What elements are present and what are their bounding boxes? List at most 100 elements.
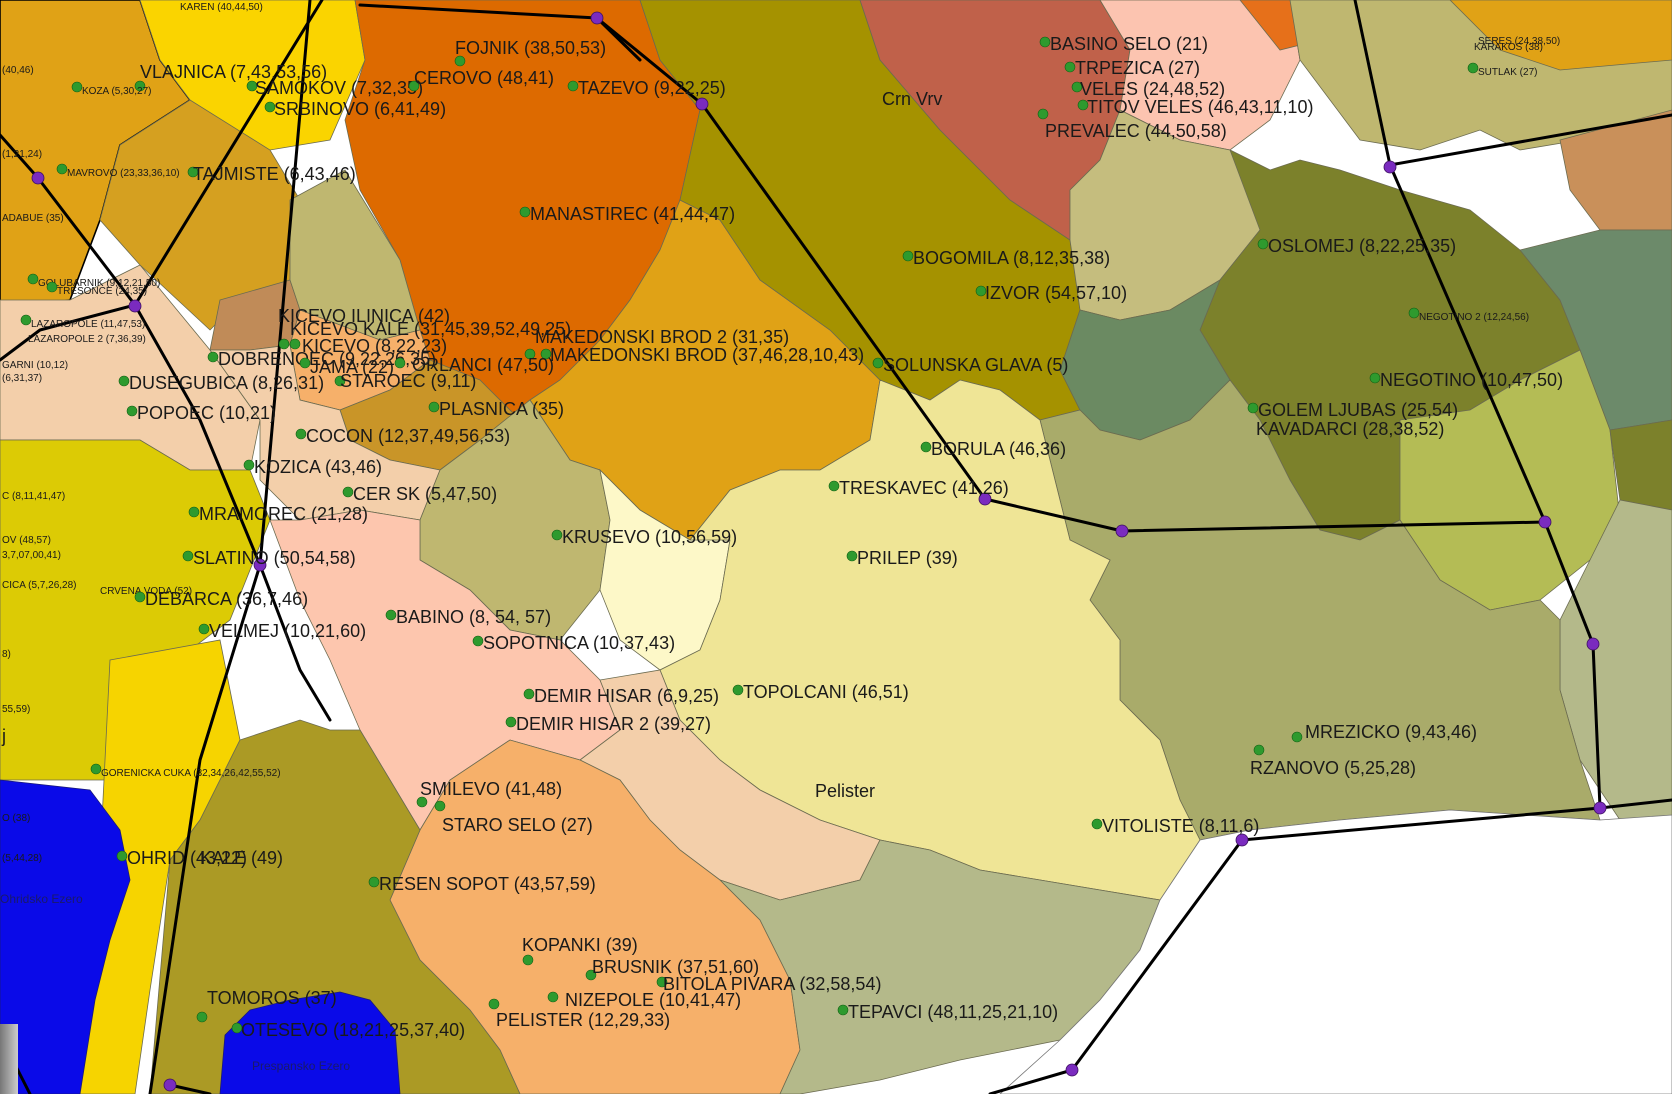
- station-label: MANASTIREC (41,44,47): [530, 204, 735, 224]
- station-kicevo-ilinica[interactable]: KICEVO ILINICA (42): [278, 306, 450, 326]
- station-popoec[interactable]: POPOEC (10,21): [126, 403, 276, 423]
- edge-label: ADABUE (35): [2, 213, 64, 224]
- station-cocon[interactable]: COCON (12,37,49,56,53): [295, 426, 510, 446]
- station-tomoros[interactable]: TOMOROS (37): [196, 988, 337, 1023]
- station-mrezicko[interactable]: MREZICKO (9,43,46): [1291, 722, 1477, 743]
- station-krusevo[interactable]: KRUSEVO (10,56,59): [551, 527, 737, 547]
- station-makedonski-brod[interactable]: MAKEDONSKI BROD (37,46,28,10,43): [540, 345, 864, 365]
- station-sopotnica[interactable]: SOPOTNICA (10,37,43): [472, 633, 675, 653]
- station-vlajnica[interactable]: VLAJNICA (7,43,53,56): [134, 62, 327, 92]
- station-kozica[interactable]: KOZICA (43,46): [243, 457, 382, 477]
- station-gorenicka-cuka[interactable]: GORENICKA CUKA (32,34,26,42,55,52): [90, 763, 281, 779]
- station-borula[interactable]: BORULA (46,36): [920, 439, 1066, 459]
- station-solunska-glava[interactable]: SOLUNSKA GLAVA (5): [872, 355, 1068, 375]
- station-tajmiste[interactable]: TAJMISTE (6,43,46): [187, 164, 356, 184]
- relay-node[interactable]: [163, 1078, 177, 1092]
- station-lazaropole[interactable]: LAZAROPOLE (11,47,53): [20, 314, 145, 330]
- station-cer-sk[interactable]: CER SK (5,47,50): [342, 484, 497, 504]
- relay-node[interactable]: [1115, 524, 1129, 538]
- station-label: KICEVO (8,22,23): [302, 336, 447, 356]
- station-veles[interactable]: VELES (24,48,52): [1071, 79, 1225, 99]
- station-kicevo[interactable]: KICEVO (8,22,23): [289, 336, 447, 356]
- relay-node[interactable]: [1065, 1063, 1079, 1077]
- station-mramorec[interactable]: MRAMOREC (21,28): [188, 504, 368, 524]
- relay-node[interactable]: [253, 558, 267, 572]
- relay-node[interactable]: [31, 171, 45, 185]
- region-resen[interactable]: [149, 719, 521, 1094]
- station-babino[interactable]: BABINO (8, 54, 57): [385, 607, 551, 627]
- station-bitola-pivara[interactable]: BITOLA PIVARA (32,58,54): [656, 974, 881, 994]
- relay-node[interactable]: [1586, 637, 1600, 651]
- station-demir-hisar[interactable]: DEMIR HISAR (6,9,25): [523, 686, 719, 706]
- station-resen-sopot[interactable]: RESEN SOPOT (43,57,59): [368, 874, 596, 894]
- station-titov-veles[interactable]: TITOV VELES (46,43,11,10): [1077, 97, 1313, 117]
- station-velmej[interactable]: VELMEJ (10,21,60): [198, 621, 366, 641]
- station-pelister[interactable]: PELISTER (12,29,33): [488, 998, 670, 1030]
- station-staroec[interactable]: STAROEC (9,11): [334, 371, 476, 391]
- lake-prespansko[interactable]: [219, 991, 401, 1094]
- region-west-yellow[interactable]: [0, 439, 271, 781]
- relay-node[interactable]: [1538, 515, 1552, 529]
- station-tresonce[interactable]: TRESONCE (24,35): [46, 281, 147, 297]
- station-smilevo[interactable]: SMILEVO (41,48): [416, 779, 562, 808]
- station-makedonski-brod-2[interactable]: MAKEDONSKI BROD 2 (31,35): [524, 327, 789, 360]
- station-slatino[interactable]: SLATINO (50,54,58): [182, 548, 356, 568]
- station-mavrovo[interactable]: MAVROVO (23,33,36,10): [56, 163, 180, 179]
- station-kopanki[interactable]: KOPANKI (39): [522, 935, 638, 966]
- station-plasnica[interactable]: PLASNICA (35): [428, 399, 564, 419]
- region-top-right-gold[interactable]: [1449, 0, 1672, 71]
- station-orlanci[interactable]: ORLANCI (47,50): [394, 355, 554, 375]
- relay-node[interactable]: [128, 299, 142, 313]
- station-crvena-voda[interactable]: CRVENA VODA (52): [100, 586, 192, 597]
- station-rzanovo[interactable]: RZANOVO (5,25,28): [1250, 744, 1416, 778]
- station-manastirec[interactable]: MANASTIREC (41,44,47): [519, 204, 735, 224]
- station-izvor[interactable]: IZVOR (54,57,10): [975, 283, 1127, 303]
- station-ohrid[interactable]: OHRID (43,22): [116, 848, 247, 868]
- station-golubarnik[interactable]: GOLUBARNIK (9,12,21,50): [27, 273, 160, 289]
- station-srbinovo[interactable]: SRBINOVO (6,41,49): [264, 99, 446, 119]
- station-topolcani[interactable]: TOPOLCANI (46,51): [732, 682, 909, 702]
- station-prevalec[interactable]: PREVALEC (44,50,58): [1037, 108, 1227, 141]
- station-negotino-2[interactable]: NEGOTINO 2 (12,24,56): [1408, 307, 1529, 323]
- relay-node[interactable]: [1593, 801, 1607, 815]
- region-far-right-olive[interactable]: [1609, 419, 1672, 511]
- lake-ohridsko[interactable]: [0, 779, 131, 1094]
- station-samokov[interactable]: SAMOKOV (7,32,35): [246, 78, 423, 98]
- station-tepavci[interactable]: TEPAVCI (48,11,25,21,10): [837, 1002, 1058, 1022]
- station-nizepole[interactable]: NIZEPOLE (10,41,47): [547, 990, 741, 1010]
- station-bogomila[interactable]: BOGOMILA (8,12,35,38): [902, 248, 1110, 268]
- relay-node[interactable]: [1383, 160, 1397, 174]
- relay-node[interactable]: [695, 97, 709, 111]
- station-kicevo-kale[interactable]: KICEVO KALE (31,45,39,52,49,25): [278, 319, 571, 350]
- station-tazevo[interactable]: TAZEVO (9,22,25): [567, 78, 726, 98]
- station-kavadarci[interactable]: KAVADARCI (28,38,52): [1256, 419, 1444, 439]
- station-lazaropole-2[interactable]: LAZAROPOLE 2 (7,36,39): [28, 334, 146, 345]
- station-sutlak[interactable]: SUTLAK (27): [1467, 62, 1537, 78]
- station-vitoliste[interactable]: VITOLISTE (8,11,6): [1091, 816, 1259, 836]
- station-kale[interactable]: KALE (49): [200, 848, 283, 868]
- station-otesevo[interactable]: OTESEVO (18,21,25,37,40): [231, 1020, 465, 1040]
- station-demir-hisar-2[interactable]: DEMIR HISAR 2 (39,27): [505, 714, 711, 734]
- station-dusegubica[interactable]: DUSEGUBICA (8,26,31): [118, 373, 324, 393]
- station-prilep[interactable]: PRILEP (39): [846, 548, 958, 568]
- station-basino-selo[interactable]: BASINO SELO (21): [1039, 34, 1208, 54]
- station-brusnik[interactable]: BRUSNIK (37,51,60): [585, 957, 759, 981]
- station-fojnik[interactable]: FOJNIK (38,50,53): [454, 38, 606, 67]
- station-staro-selo[interactable]: STARO SELO (27): [434, 800, 593, 835]
- relay-node[interactable]: [1235, 833, 1249, 847]
- station-cerovo[interactable]: CEROVO (48,41): [408, 68, 554, 92]
- station-debarca[interactable]: DEBARCA (36,7,46): [134, 589, 308, 609]
- station-dobrenoec[interactable]: DOBRENOEC (9,22,26,35): [207, 349, 436, 369]
- station-negotino[interactable]: NEGOTINO (10,47,50): [1369, 370, 1563, 390]
- station-treskavec[interactable]: TRESKAVEC (41,26): [828, 478, 1009, 498]
- relay-node[interactable]: [978, 492, 992, 506]
- station-oslomej[interactable]: OSLOMEJ (8,22,25,35): [1257, 236, 1456, 256]
- station-golem-ljubas[interactable]: GOLEM LJUBAS (25,54): [1247, 400, 1458, 420]
- edge-label: C (8,11,41,47): [2, 491, 65, 502]
- station-koza[interactable]: KOZA (5,30,27): [71, 81, 151, 97]
- station-trpezica[interactable]: TRPEZICA (27): [1064, 58, 1200, 78]
- station-jama[interactable]: JAMA (22): [299, 357, 394, 377]
- relay-node[interactable]: [590, 11, 604, 25]
